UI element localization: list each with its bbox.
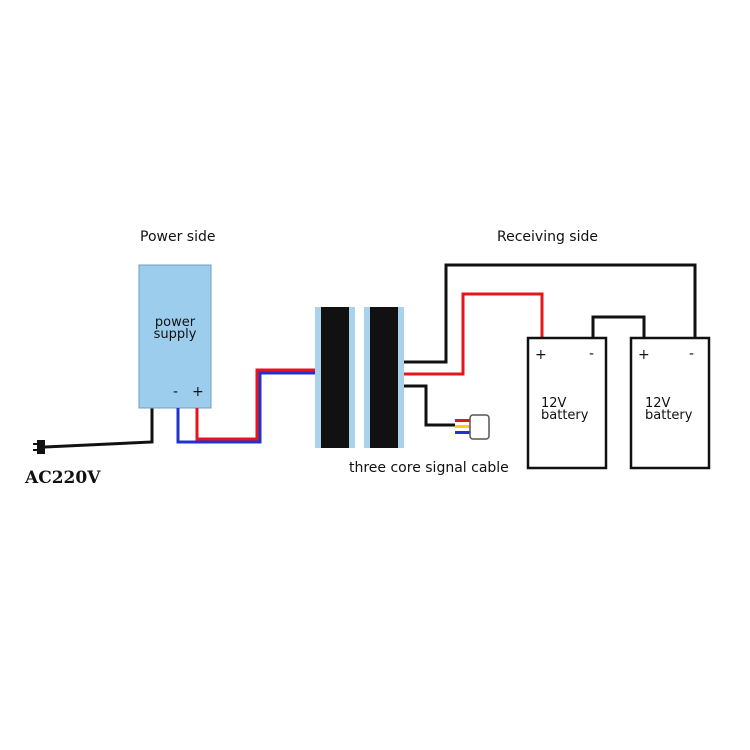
signal-connector-icon: [455, 414, 490, 440]
battery-1: + - 12V battery: [526, 336, 608, 470]
power-supply-plus-terminal: +: [192, 384, 204, 400]
battery-1-label-line2: battery: [541, 408, 589, 423]
transmitter-module: [315, 307, 355, 448]
battery-2-label-line2: battery: [645, 408, 693, 423]
battery-1-plus-terminal: +: [535, 347, 547, 363]
battery-2-plus-terminal: +: [638, 347, 650, 363]
receiving-side-label: Receiving side: [497, 229, 598, 245]
power-supply-label-line1: power: [155, 315, 196, 330]
receiver-module: [364, 307, 404, 448]
ac-plug-icon: [33, 440, 45, 454]
series-link-wire: [591, 315, 646, 338]
power-supply-minus-terminal: -: [173, 384, 178, 400]
receiver-red-wire-to-battery-positive: [404, 292, 544, 376]
signal-cable-label: three core signal cable: [349, 460, 509, 476]
signal-cable-wire: [404, 384, 455, 427]
power-supply: power supply - +: [138, 264, 212, 409]
supply-negative-wire-blue: [176, 371, 315, 444]
battery-2-minus-terminal: -: [689, 346, 694, 362]
ac-input-label: AC220V: [24, 468, 101, 488]
battery-2: + - 12V battery: [629, 336, 711, 470]
power-supply-label-line2: supply: [154, 327, 197, 342]
supply-positive-wire-red: [195, 368, 315, 441]
power-side-label: Power side: [140, 229, 215, 245]
battery-1-minus-terminal: -: [589, 346, 594, 362]
receiver-black-wire-to-battery-negative: [404, 263, 697, 364]
mains-cable: [44, 408, 154, 449]
battery-1-label-line1: 12V: [541, 396, 567, 411]
battery-2-label-line1: 12V: [645, 396, 671, 411]
